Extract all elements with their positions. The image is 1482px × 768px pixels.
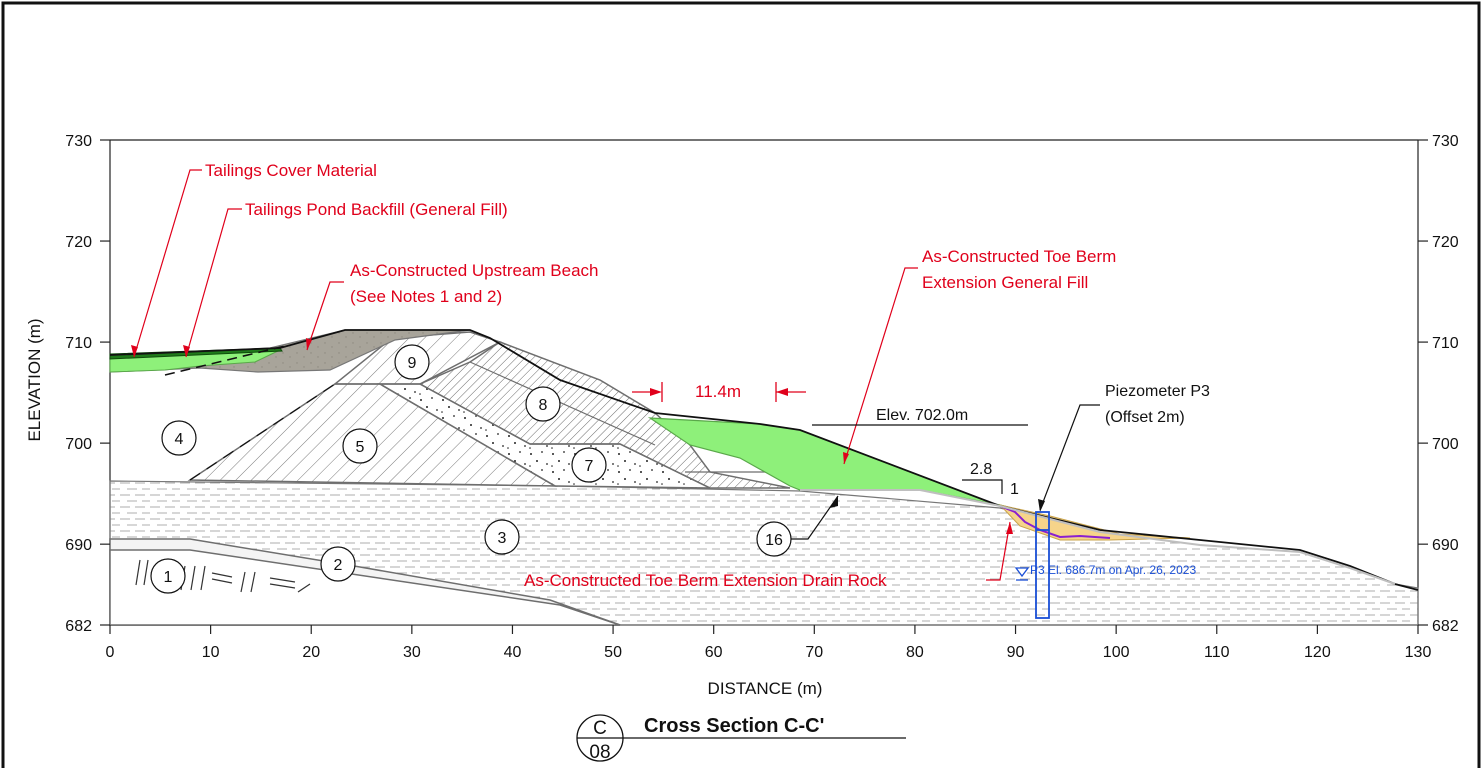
y-tick-label-left: 682	[65, 618, 92, 635]
callout-toe-fill-line2: Extension General Fill	[922, 273, 1088, 292]
callout-beach-line1: As-Constructed Upstream Beach	[350, 261, 599, 280]
y-tick-label-right: 730	[1432, 133, 1459, 150]
y-tick-label-right: 700	[1432, 436, 1459, 453]
zone-label-2	[320, 546, 356, 582]
y-tick-label-left: 700	[65, 436, 92, 453]
y-axis-label: ELEVATION (m)	[25, 318, 44, 441]
dimension-width: 11.4m	[695, 382, 741, 401]
zone-3-text: 3	[498, 530, 507, 547]
zone-1-text: 1	[164, 569, 173, 586]
zone-8	[418, 341, 791, 489]
zone-label-4	[161, 420, 197, 456]
y-tick-label-left: 710	[65, 335, 92, 352]
x-tick-label: 30	[403, 644, 421, 661]
zone-4-dash-line	[189, 383, 336, 481]
zone-2-text: 2	[334, 557, 343, 574]
section-title: Cross Section C-C'	[644, 715, 824, 737]
piezometer-label-1: Piezometer P3	[1105, 383, 1210, 400]
zone-label-1	[150, 558, 186, 594]
title-tag-letter: C	[593, 718, 607, 739]
x-tick-label: 80	[906, 644, 924, 661]
y-tick-label-left: 690	[65, 537, 92, 554]
zone-1	[109, 549, 621, 626]
elevation-label: Elev. 702.0m	[876, 407, 968, 424]
zone-labels	[150, 344, 792, 594]
y-tick-label-left: 720	[65, 234, 92, 251]
piezometer-reading: P3 El. 686.7m on Apr. 26, 2023	[1030, 563, 1196, 577]
zone-5-text: 5	[356, 439, 365, 456]
slope-run: 2.8	[970, 461, 992, 478]
y-tick-label-right: 710	[1432, 335, 1459, 352]
section-title-block: C 08 Cross Section C-C'	[576, 714, 906, 763]
x-tick-label: 10	[202, 644, 220, 661]
zone-label-8	[525, 386, 561, 422]
x-tick-label: 40	[504, 644, 522, 661]
x-axis-label: DISTANCE (m)	[708, 679, 823, 698]
x-tick-label: 70	[805, 644, 823, 661]
red-leaders	[133, 169, 1011, 581]
y-tick-label-right: 682	[1432, 618, 1459, 635]
callout-toe-fill-line1: As-Constructed Toe Berm	[922, 247, 1116, 266]
slope-rise: 1	[1010, 481, 1019, 498]
red-arrowheads	[131, 338, 1013, 534]
x-tick-label: 60	[705, 644, 723, 661]
y-tick-label-right: 690	[1432, 537, 1459, 554]
piezometer-p3	[1035, 511, 1050, 619]
x-tick-label: 90	[1007, 644, 1025, 661]
x-axis-ticks: 0 10 20 30 40 50 60 70 80 90 100 110 120 130	[106, 625, 1432, 661]
piezometer-label-2: (Offset 2m)	[1105, 409, 1185, 426]
x-tick-label: 20	[302, 644, 320, 661]
x-tick-label: 100	[1103, 644, 1130, 661]
callout-drain-rock: As-Constructed Toe Berm Extension Drain …	[524, 571, 887, 590]
zone-7-text: 7	[585, 458, 594, 475]
ground-surface-profile	[109, 329, 1419, 591]
y-axis-ticks: 730 730 720 720 710 710 700 700 690 690 682 682	[65, 133, 1459, 635]
zone-16-text: 16	[765, 532, 783, 549]
title-tag-sheet: 08	[589, 742, 610, 763]
zone-16-leader	[791, 495, 839, 540]
callout-tailings-backfill: Tailings Pond Backfill (General Fill)	[245, 200, 508, 219]
zone-label-9	[394, 344, 430, 380]
x-tick-label: 120	[1304, 644, 1331, 661]
callout-beach-line2: (See Notes 1 and 2)	[350, 287, 502, 306]
original-ground-line	[800, 489, 1396, 585]
zone-8-text: 8	[539, 397, 548, 414]
zone-9-text: 9	[408, 355, 417, 372]
y-tick-label-right: 720	[1432, 234, 1459, 251]
zone-label-7	[571, 447, 607, 483]
zone-4-text: 4	[175, 431, 184, 448]
zone-16-arrowhead	[830, 496, 838, 508]
zone-label-3	[484, 519, 520, 555]
water-level-icon	[1014, 567, 1030, 581]
x-tick-label: 0	[106, 644, 115, 661]
x-tick-label: 110	[1204, 644, 1230, 661]
backfill-dash-line	[164, 345, 286, 376]
x-tick-label: 50	[604, 644, 622, 661]
x-tick-label: 130	[1405, 644, 1432, 661]
y-tick-label-left: 730	[65, 133, 92, 150]
zone-label-5	[342, 428, 378, 464]
callout-tailings-cover: Tailings Cover Material	[205, 161, 377, 180]
